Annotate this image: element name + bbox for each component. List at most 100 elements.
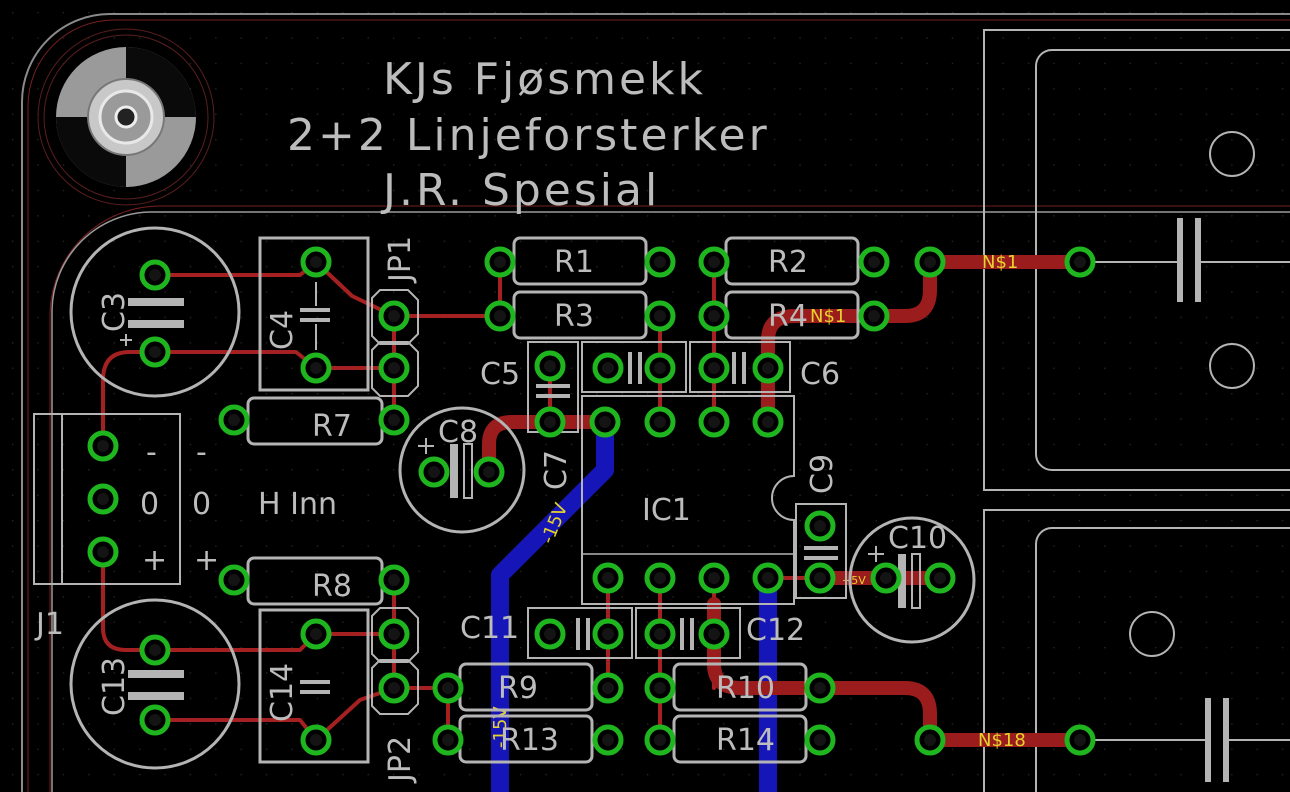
- pad[interactable]: [87, 536, 119, 568]
- pad[interactable]: [139, 336, 171, 368]
- pad[interactable]: [592, 352, 624, 384]
- j1-minus-label: -: [146, 435, 157, 470]
- pad[interactable]: [534, 618, 566, 650]
- pad[interactable]: [804, 510, 836, 542]
- net-label-n18: N$18: [978, 730, 1026, 751]
- pad[interactable]: [87, 483, 119, 515]
- capacitor-c4[interactable]: C4: [258, 236, 370, 392]
- pad[interactable]: [592, 562, 624, 594]
- label-jp1: JP1: [383, 236, 418, 284]
- pad[interactable]: [378, 618, 410, 650]
- pad[interactable]: [218, 564, 250, 596]
- pad[interactable]: [534, 350, 566, 382]
- pad[interactable]: [914, 246, 946, 278]
- pad[interactable]: [644, 406, 676, 438]
- pad[interactable]: [139, 704, 171, 736]
- pad[interactable]: [858, 300, 890, 332]
- pad[interactable]: [484, 300, 516, 332]
- jumper-jp1[interactable]: JP1: [371, 236, 419, 397]
- pad[interactable]: [924, 562, 956, 594]
- pad[interactable]: [644, 352, 676, 384]
- pad[interactable]: [644, 246, 676, 278]
- pad[interactable]: [698, 352, 730, 384]
- pad[interactable]: [698, 300, 730, 332]
- pad[interactable]: [300, 618, 332, 650]
- j1-zero-label: 0: [140, 487, 159, 522]
- jumper-jp2[interactable]: JP2: [371, 607, 419, 784]
- label-r7: R7: [312, 409, 352, 444]
- pad[interactable]: [592, 672, 624, 704]
- pad[interactable]: [300, 352, 332, 384]
- pad[interactable]: [644, 300, 676, 332]
- pad[interactable]: [534, 406, 566, 438]
- label-c7: C7: [539, 450, 574, 490]
- pad[interactable]: [858, 246, 890, 278]
- capacitor-c11[interactable]: C11: [460, 607, 633, 659]
- pad[interactable]: [378, 564, 410, 596]
- pad[interactable]: [300, 724, 332, 756]
- pad[interactable]: [432, 672, 464, 704]
- connector-j1[interactable]: - 0 + J1: [33, 413, 181, 642]
- label-c13: C13: [97, 657, 132, 716]
- pad[interactable]: [698, 618, 730, 650]
- capacitor-c14[interactable]: C14: [258, 608, 370, 764]
- label-r14: R14: [716, 723, 775, 758]
- pad[interactable]: [592, 724, 624, 756]
- pad-layer[interactable]: [87, 246, 1096, 756]
- input-label-h-inn: H Inn: [258, 487, 337, 522]
- pad[interactable]: [432, 724, 464, 756]
- capacitor-c6[interactable]: C6: [689, 341, 840, 393]
- pad[interactable]: [870, 562, 902, 594]
- pad[interactable]: [1064, 246, 1096, 278]
- pad[interactable]: [644, 672, 676, 704]
- pad[interactable]: [644, 618, 676, 650]
- mounting-hole-icon: [37, 28, 215, 206]
- pad[interactable]: [804, 724, 836, 756]
- pad[interactable]: [378, 300, 410, 332]
- pad[interactable]: [752, 352, 784, 384]
- capacitor-c9[interactable]: C9: [795, 454, 847, 599]
- capacitor-c5[interactable]: C5: [480, 341, 687, 393]
- pad[interactable]: [804, 562, 836, 594]
- pad[interactable]: [218, 404, 250, 436]
- ic1-opamp[interactable]: IC1: [581, 395, 795, 605]
- pad[interactable]: [698, 246, 730, 278]
- label-c10: C10: [888, 521, 947, 556]
- pad[interactable]: [752, 562, 784, 594]
- pad[interactable]: [644, 724, 676, 756]
- label-c8: C8: [438, 415, 478, 450]
- relay-k2[interactable]: [983, 509, 1290, 792]
- resistor-r13[interactable]: R13: [458, 714, 594, 764]
- pad[interactable]: [752, 406, 784, 438]
- pad[interactable]: [473, 456, 505, 488]
- pad[interactable]: [698, 406, 730, 438]
- capacitor-c8[interactable]: C8: [398, 406, 526, 534]
- pad[interactable]: [378, 352, 410, 384]
- pad[interactable]: [87, 430, 119, 462]
- pad[interactable]: [378, 404, 410, 436]
- pad[interactable]: [300, 246, 332, 278]
- capacitor-c13[interactable]: C13: [69, 598, 241, 770]
- pad[interactable]: [644, 562, 676, 594]
- pad[interactable]: [592, 618, 624, 650]
- resistor-r8[interactable]: R8: [234, 556, 384, 606]
- pad[interactable]: [484, 246, 516, 278]
- pad[interactable]: [589, 406, 621, 438]
- capacitor-c12[interactable]: C12: [635, 607, 805, 659]
- capacitor-c3[interactable]: C3: [69, 226, 241, 398]
- pad[interactable]: [698, 562, 730, 594]
- pad[interactable]: [139, 259, 171, 291]
- label-j1: J1: [34, 607, 64, 642]
- pad[interactable]: [804, 672, 836, 704]
- label-c9: C9: [805, 454, 840, 494]
- capacitor-c10[interactable]: C10: [848, 516, 976, 644]
- label-r2: R2: [768, 245, 808, 280]
- label-c14: C14: [265, 663, 300, 722]
- capacitor-c7[interactable]: C7: [527, 341, 579, 490]
- pad[interactable]: [378, 672, 410, 704]
- pad[interactable]: [1064, 724, 1096, 756]
- pad[interactable]: [139, 634, 171, 666]
- pad[interactable]: [914, 724, 946, 756]
- pad[interactable]: [418, 456, 450, 488]
